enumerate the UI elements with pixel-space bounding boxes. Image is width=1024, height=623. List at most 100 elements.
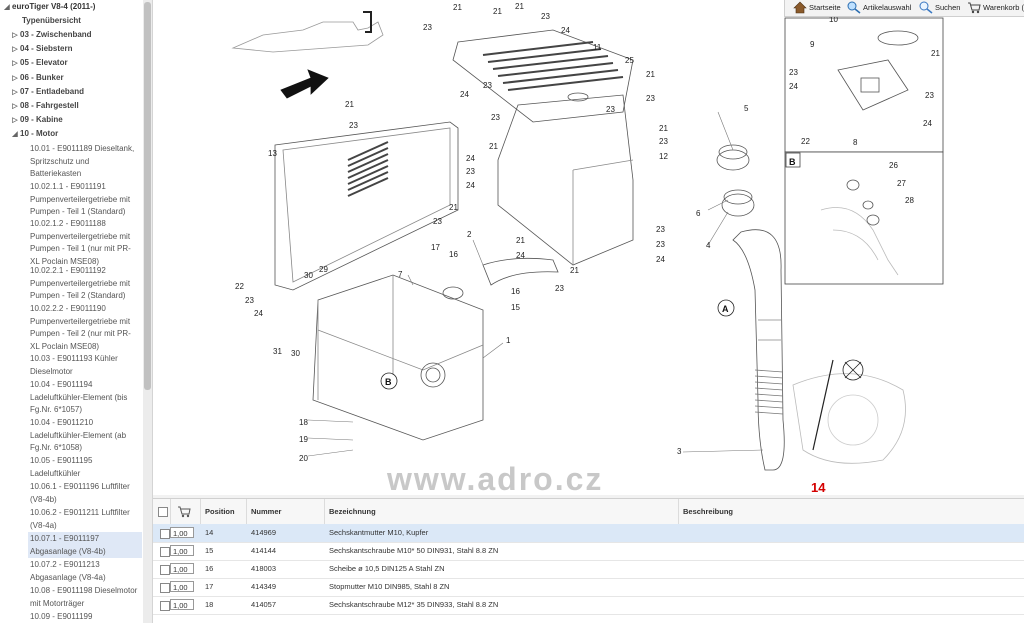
callout[interactable]: 16 [511, 287, 520, 296]
callout[interactable]: 2 [467, 230, 472, 239]
callout[interactable]: 11 [593, 43, 602, 52]
quantity-input[interactable]: 1,00 [170, 545, 194, 556]
tree-leaf-item[interactable]: 10.06.1 - E9011196 Luftfilter (V8-4b) [30, 482, 130, 504]
callout[interactable]: 21 [646, 70, 655, 79]
row-checkbox[interactable] [160, 601, 170, 611]
callout[interactable]: 26 [889, 161, 898, 170]
callout[interactable]: 24 [460, 90, 469, 99]
callout[interactable]: 21 [453, 3, 462, 12]
row-checkbox[interactable] [160, 565, 170, 575]
callout[interactable]: 31 [273, 347, 282, 356]
callout[interactable]: 10 [829, 15, 838, 24]
tree-leaf-item[interactable]: 10.02.1.2 - E9011188 Pumpenverteilergetr… [30, 219, 131, 266]
collapsed-arrow-icon[interactable]: ▷ [12, 117, 18, 125]
callout[interactable]: 21 [493, 7, 502, 16]
callout[interactable]: 13 [268, 149, 277, 158]
row-checkbox[interactable] [160, 529, 170, 539]
callout[interactable]: 24 [466, 154, 475, 163]
detail-label-b[interactable]: B [385, 377, 392, 387]
tree-group-item[interactable]: ▷05 - Elevator [10, 58, 67, 67]
callout[interactable]: 23 [483, 81, 492, 90]
callout[interactable]: 22 [801, 137, 810, 146]
quantity-input[interactable]: 1,00 [170, 581, 194, 592]
callout[interactable]: 23 [466, 167, 475, 176]
designation-column-header[interactable]: Bezeichnung [325, 499, 679, 525]
tree-leaf-item[interactable]: 10.04 - E9011194 Ladeluftkühler-Element … [30, 380, 128, 415]
callout[interactable]: 4 [706, 241, 711, 250]
callout[interactable]: 15 [511, 303, 520, 312]
tree-leaf-item[interactable]: 10.02.1.1 - E9011191 Pumpenverteilergetr… [30, 182, 131, 217]
tree-group-item[interactable]: ▷03 - Zwischenband [10, 30, 91, 39]
callout[interactable]: 22 [235, 282, 244, 291]
callout[interactable]: 21 [515, 2, 524, 11]
tree-leaf-item[interactable]: 10.04 - E9011210 Ladeluftkühler-Element … [30, 418, 127, 453]
callout[interactable]: 12 [659, 152, 668, 161]
callout[interactable]: 23 [245, 296, 254, 305]
callout[interactable]: 23 [659, 137, 668, 146]
quantity-input[interactable]: 1,00 [170, 599, 194, 610]
search-button[interactable]: Suchen [919, 0, 965, 16]
collapsed-arrow-icon[interactable]: ▷ [12, 88, 18, 96]
tree-leaf-item[interactable]: 10.07.2 - E9011213 Abgasanlage (V8-4a) [30, 560, 106, 582]
callout[interactable]: 6 [696, 209, 701, 218]
callout[interactable]: 18 [299, 418, 308, 427]
panel-splitter[interactable] [153, 495, 1024, 498]
quantity-input[interactable]: 1,00 [170, 563, 194, 574]
tree-leaf-item[interactable]: 10.01 - E9011189 Dieseltank, Spritzschut… [30, 144, 135, 179]
callout[interactable]: 24 [923, 119, 932, 128]
callout[interactable]: 9 [810, 40, 815, 49]
row-checkbox[interactable] [160, 583, 170, 593]
callout[interactable]: 25 [625, 56, 634, 65]
callout[interactable]: 23 [541, 12, 550, 21]
callout[interactable]: 21 [659, 124, 668, 133]
callout[interactable]: 30 [291, 349, 300, 358]
tree-group-item[interactable]: ▷06 - Bunker [10, 73, 63, 82]
callout[interactable]: 21 [516, 236, 525, 245]
select-all-checkbox[interactable] [158, 507, 168, 517]
tree-leaf-item[interactable]: 10.06.2 - E9011211 Luftfilter (V8-4a) [30, 508, 130, 530]
callout[interactable]: 21 [345, 100, 354, 109]
tree-group-item[interactable]: ◢10 - Motor [10, 129, 58, 138]
home-button[interactable]: Startseite [793, 0, 849, 16]
callout[interactable]: 28 [905, 196, 914, 205]
callout[interactable]: 17 [431, 243, 440, 252]
collapse-icon[interactable]: ◢ [4, 4, 10, 11]
tree-leaf-item[interactable]: 10.07.1 - E9011197 Abgasanlage (V8-4b) [28, 532, 142, 559]
tree-group-item[interactable]: ▷08 - Fahrgestell [10, 101, 78, 110]
tree-item-overview[interactable]: Typenübersicht [22, 16, 81, 25]
number-column-header[interactable]: Nummer [247, 499, 325, 525]
quantity-input[interactable]: 1,00 [170, 527, 194, 538]
callout[interactable]: 29 [319, 265, 328, 274]
collapsed-arrow-icon[interactable]: ▷ [12, 74, 18, 82]
callout[interactable]: 24 [254, 309, 263, 318]
tree-group-item[interactable]: ▷04 - Siebstern [10, 44, 72, 53]
cart-button[interactable]: Warenkorb ( [967, 0, 1024, 16]
callout[interactable]: 23 [491, 113, 500, 122]
callout[interactable]: 30 [304, 271, 313, 280]
collapsed-arrow-icon[interactable]: ▷ [12, 46, 18, 54]
callout[interactable]: 27 [897, 179, 906, 188]
callout[interactable]: 24 [516, 251, 525, 260]
callout[interactable]: 5 [744, 104, 749, 113]
callout[interactable]: 24 [656, 255, 665, 264]
callout[interactable]: 23 [656, 225, 665, 234]
description-column-header[interactable]: Beschreibung [683, 507, 734, 516]
callout[interactable]: 21 [489, 142, 498, 151]
tree-leaf-item[interactable]: 10.08 - E9011198 Dieselmotor mit Motortr… [30, 586, 138, 608]
tree-group-item[interactable]: ▷07 - Entladeband [10, 87, 84, 96]
detail-label-a[interactable]: A [722, 304, 729, 314]
callout[interactable]: 23 [433, 217, 442, 226]
position-column-header[interactable]: Position [201, 499, 247, 525]
tree-root[interactable]: ◢euroTiger V8-4 (2011-) [2, 2, 95, 11]
collapsed-arrow-icon[interactable]: ▷ [12, 32, 18, 39]
tree-scrollbar[interactable] [143, 0, 152, 623]
collapsed-arrow-icon[interactable]: ▷ [12, 103, 18, 110]
tree-leaf-item[interactable]: 10.09 - E9011199 [30, 612, 93, 621]
callout[interactable]: 21 [931, 49, 940, 58]
callout[interactable]: 21 [449, 203, 458, 212]
callout[interactable]: 24 [789, 82, 798, 91]
callout[interactable]: 20 [299, 454, 308, 463]
